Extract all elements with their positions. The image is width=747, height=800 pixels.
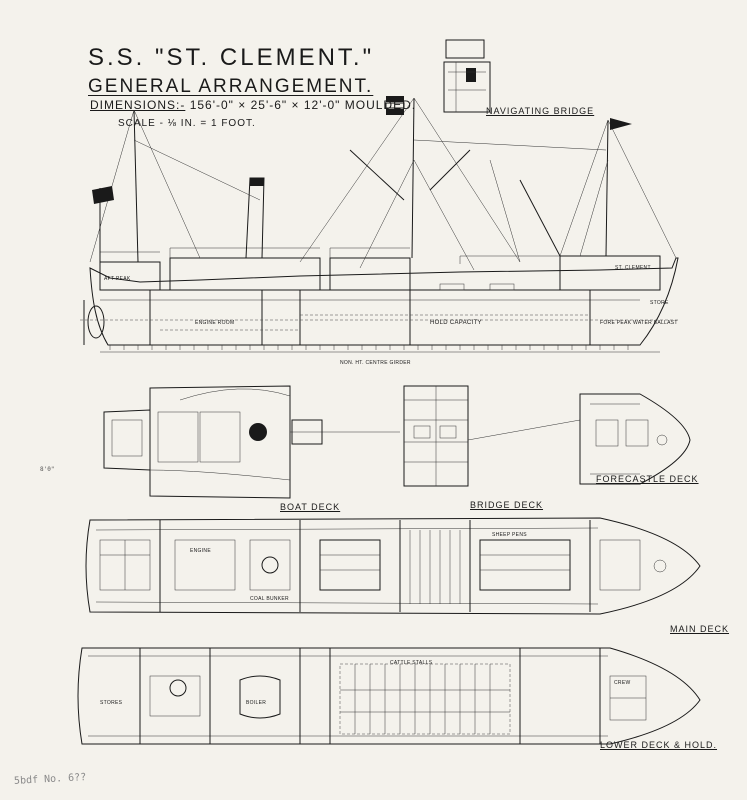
label-sheep-pens: SHEEP PENS (492, 532, 527, 538)
label-hold-capacity: HOLD CAPACITY (430, 320, 482, 326)
lower-deck-plan (77, 647, 701, 745)
label-engine-room: ENGINE ROOM (195, 320, 235, 326)
dimensions-value: 156'-0" × 25'-6" × 12'-0" MOULDED. (189, 98, 417, 112)
label-coal-bunker: COAL BUNKER (250, 596, 289, 602)
bridge-deck-view (403, 385, 581, 487)
label-lower-deck: LOWER DECK & HOLD. (600, 740, 718, 750)
profile-view (80, 96, 680, 353)
label-centre-girder: NON. HT. CENTRE GIRDER (340, 360, 411, 366)
boat-deck-view (103, 385, 400, 499)
dimensions: DIMENSIONS:- 156'-0" × 25'-6" × 12'-0" M… (90, 98, 416, 112)
label-boiler: BOILER (246, 700, 267, 706)
ship-name: S.S. "ST. CLEMENT." (88, 44, 375, 71)
label-boat-deck: BOAT DECK (280, 502, 341, 512)
label-store: STORE (650, 300, 669, 306)
forecastle-deck-view (579, 393, 691, 485)
label-engine: ENGINE (190, 548, 211, 554)
label-bow-name: ST. CLEMENT (615, 265, 651, 271)
label-stores: STORES (100, 700, 123, 706)
label-navigating-bridge: NAVIGATING BRIDGE (486, 106, 595, 116)
label-cattle-stalls: CATTLE STALLS (390, 660, 433, 666)
margin-note: 8'0" (40, 466, 55, 473)
drawing-subtitle: GENERAL ARRANGEMENT. (88, 76, 374, 97)
label-forecastle-deck: FORECASTLE DECK (596, 474, 699, 484)
dimensions-label: DIMENSIONS:- (90, 98, 186, 112)
label-bridge-deck: BRIDGE DECK (470, 500, 544, 510)
main-deck-plan (85, 517, 701, 615)
navigating-bridge-view (443, 39, 491, 113)
label-fore-peak: FORE PEAK WATER BALLAST (600, 320, 678, 326)
label-main-deck: MAIN DECK (670, 624, 730, 634)
label-aft-peak: AFT PEAK (104, 276, 131, 282)
label-crew: CREW (614, 680, 631, 686)
frame-stations (109, 345, 629, 350)
scale-note: SCALE - ⅛ IN. = 1 FOOT. (118, 118, 256, 129)
